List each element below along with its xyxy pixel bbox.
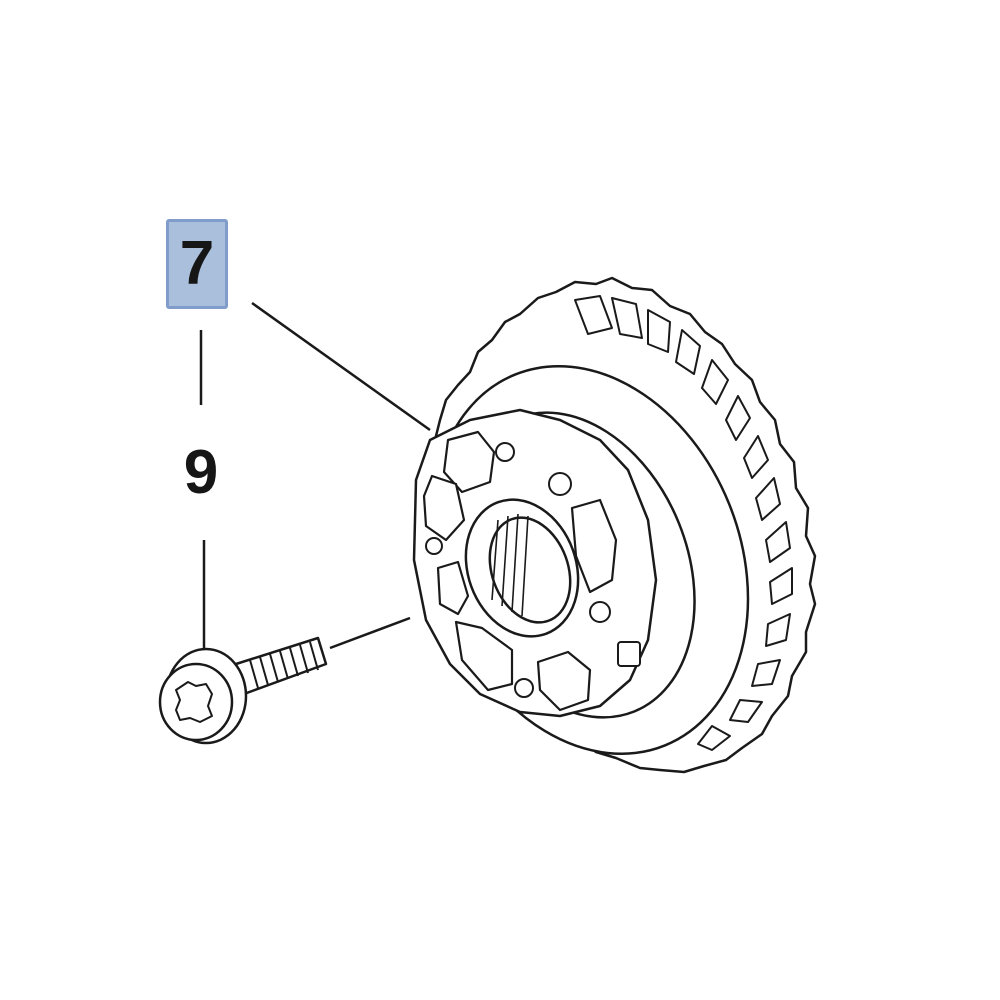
torx-bolt-icon — [158, 636, 328, 745]
hub-bolt — [570, 498, 618, 594]
hub-bolt — [536, 650, 592, 712]
hub-bolt — [442, 430, 496, 494]
quantity-label: 9 — [183, 438, 219, 507]
torx-socket — [175, 681, 213, 723]
sprocket-tooth-ribs — [574, 295, 793, 751]
part-callout-box[interactable]: 7 — [166, 219, 228, 309]
bore-threads — [491, 513, 529, 617]
hub-pins — [425, 442, 641, 698]
hub-bolt — [454, 620, 514, 692]
center-bore-inner — [488, 516, 572, 624]
bolt-shank — [234, 636, 328, 696]
bolt-axis-line — [329, 616, 411, 650]
bolt-threads — [249, 641, 319, 689]
leader-line-callout-to-part — [251, 301, 431, 432]
hub-bolt — [436, 560, 470, 616]
hub-bolts — [422, 430, 618, 712]
hub-bolt — [422, 474, 466, 542]
camshaft-adjuster-sprocket-icon — [412, 276, 817, 774]
part-number-label: 7 — [179, 229, 215, 298]
